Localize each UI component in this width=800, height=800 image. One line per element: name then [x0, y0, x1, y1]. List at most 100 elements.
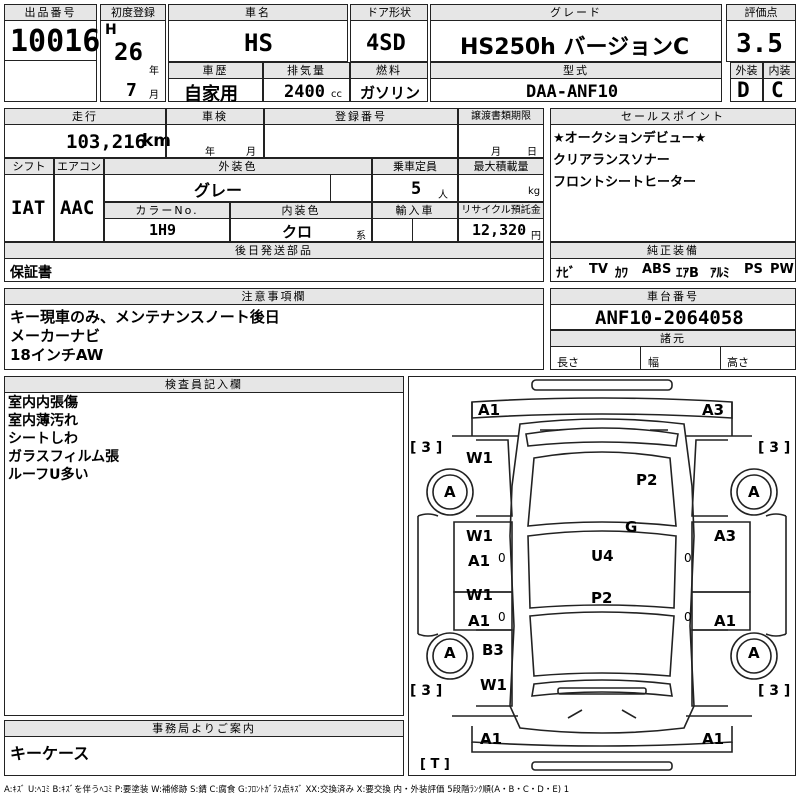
month-unit: 月 [149, 90, 159, 101]
shift: IAT [11, 197, 46, 219]
recycle: 12,320 [472, 221, 527, 239]
score-label: 評価点 [726, 4, 796, 21]
later-parts-label: 後日発送部品 [4, 242, 544, 259]
grade: HS250h バージョンC [460, 35, 690, 60]
transfer-label: 譲渡書類期限 [458, 108, 544, 125]
damage-w1-rear-door: W1 [466, 586, 493, 604]
ext-color-subdivider [330, 174, 331, 202]
equip-tv: TV [589, 262, 608, 277]
yen-unit: 円 [531, 231, 541, 242]
equip-abs: ABS [642, 262, 672, 277]
car-name: HS [244, 29, 273, 57]
model-label: 型式 [430, 62, 722, 79]
damage-zero-3: 0 [498, 610, 506, 624]
model-code: DAA-ANF10 [526, 82, 619, 102]
damage-u4: U4 [591, 547, 614, 565]
inspector-note: 室内薄汚れ [8, 413, 78, 429]
mileage: 103,216 [66, 131, 147, 153]
reg-year: 26 [114, 38, 143, 66]
shift-label: シフト [4, 158, 54, 175]
damage-diagram-box [408, 376, 796, 776]
damage-zero-2: 0 [684, 551, 692, 565]
inspector-note: シートしわ [8, 431, 78, 447]
damage-b3: B3 [482, 641, 504, 659]
note: キー現車のみ、メンテナンスノート後日 [10, 308, 280, 326]
damage-a1-rear-right: A1 [702, 730, 725, 748]
notes-list: キー現車のみ、メンテナンスノート後日 メーカーナビ 18インチAW [10, 308, 280, 365]
history-label: 車歴 [168, 62, 263, 79]
damage-w1-rear: W1 [480, 676, 507, 694]
ext-color-label: 外装色 [104, 158, 372, 175]
km-unit: km [142, 131, 172, 151]
specs-divider-1 [640, 347, 641, 370]
int-color-label: 内装色 [230, 202, 372, 219]
height-label: 高さ [727, 356, 749, 369]
equip-alloy: ｱﾙﾐ [710, 266, 730, 281]
lot-no-divider [4, 60, 97, 61]
tire-front-left: A [444, 483, 456, 501]
door-label: ドア形状 [350, 4, 428, 21]
car-name-label: 車名 [168, 4, 348, 21]
car-diagram [417, 379, 787, 771]
tire-rear-right: A [748, 644, 760, 662]
length-label: 長さ [557, 356, 579, 369]
damage-p2-roof: P2 [636, 471, 658, 489]
door: 4SD [366, 31, 406, 56]
damage-a1-rear-door: A1 [468, 612, 491, 630]
chassis-no: ANF10-2064058 [595, 307, 744, 329]
note: 18インチAW [10, 346, 104, 364]
aircon: AAC [60, 197, 95, 219]
capacity-label: 乗車定員 [372, 158, 458, 175]
tire-front-right: A [748, 483, 760, 501]
specs-divider-2 [720, 347, 721, 370]
equip-leather: ｶﾜ [615, 266, 628, 281]
damage-zero-1: 0 [498, 551, 506, 565]
equip-pw: PW [770, 262, 794, 277]
first-reg-label: 初度登録 [100, 4, 166, 21]
damage-bracket-left-rear: [ 3 ] [410, 683, 443, 699]
exterior-grade: D [737, 78, 750, 102]
transfer-month-unit: 月 [491, 147, 501, 158]
chassis-label: 車台番号 [550, 288, 796, 305]
import-label: 輸入車 [372, 202, 458, 219]
mileage-label: 走行 [4, 108, 166, 125]
history: 自家用 [184, 84, 238, 105]
import-subdivider [412, 218, 413, 242]
displacement: 2400 [284, 82, 325, 102]
damage-g-windshield: G [625, 518, 638, 536]
reg-month: 7 [126, 80, 137, 101]
era: H [105, 22, 117, 38]
inspector-note: ガラスフィルム張 [8, 449, 120, 465]
year-unit: 年 [149, 66, 159, 77]
recycle-label: リサイクル預託金 [458, 202, 544, 219]
kei-unit: 系 [356, 231, 366, 242]
reg-no-label: 登録番号 [264, 108, 458, 125]
damage-a1-front-door: A1 [468, 552, 491, 570]
cc-unit: cc [331, 89, 342, 100]
tire-rear-left: A [444, 644, 456, 662]
office-label: 事務局よりご案内 [4, 720, 404, 737]
ext-color: グレー [194, 181, 243, 200]
person-unit: 人 [438, 190, 448, 201]
damage-w1-front-door: W1 [466, 527, 493, 545]
damage-t-mark: [ T ] [420, 757, 450, 772]
damage-a3-front-right: A3 [702, 401, 725, 419]
capacity: 5 [411, 179, 422, 199]
equip-airbag: ｴｱB [676, 266, 699, 281]
displacement-label: 排気量 [263, 62, 350, 79]
damage-w1-left: W1 [466, 449, 493, 467]
inspector-note: 室内内張傷 [8, 395, 78, 411]
color-no: 1H9 [149, 221, 177, 239]
sales-point: フロントシートヒーター [553, 175, 697, 190]
fuel-label: 燃料 [350, 62, 428, 79]
equipment-label: 純正装備 [550, 242, 796, 259]
damage-bracket-right-rear: [ 3 ] [758, 683, 791, 699]
score: 3.5 [736, 29, 783, 59]
equip-navi: ﾅﾋﾞ [556, 266, 576, 281]
office-note: キーケース [10, 744, 90, 763]
lot-no: 10016 [10, 24, 101, 59]
exterior-label: 外装 [730, 62, 763, 79]
inspection-label: 車検 [166, 108, 264, 125]
sales-points-label: セールスポイント [550, 108, 796, 125]
inspection-year-unit: 年 [205, 147, 215, 158]
